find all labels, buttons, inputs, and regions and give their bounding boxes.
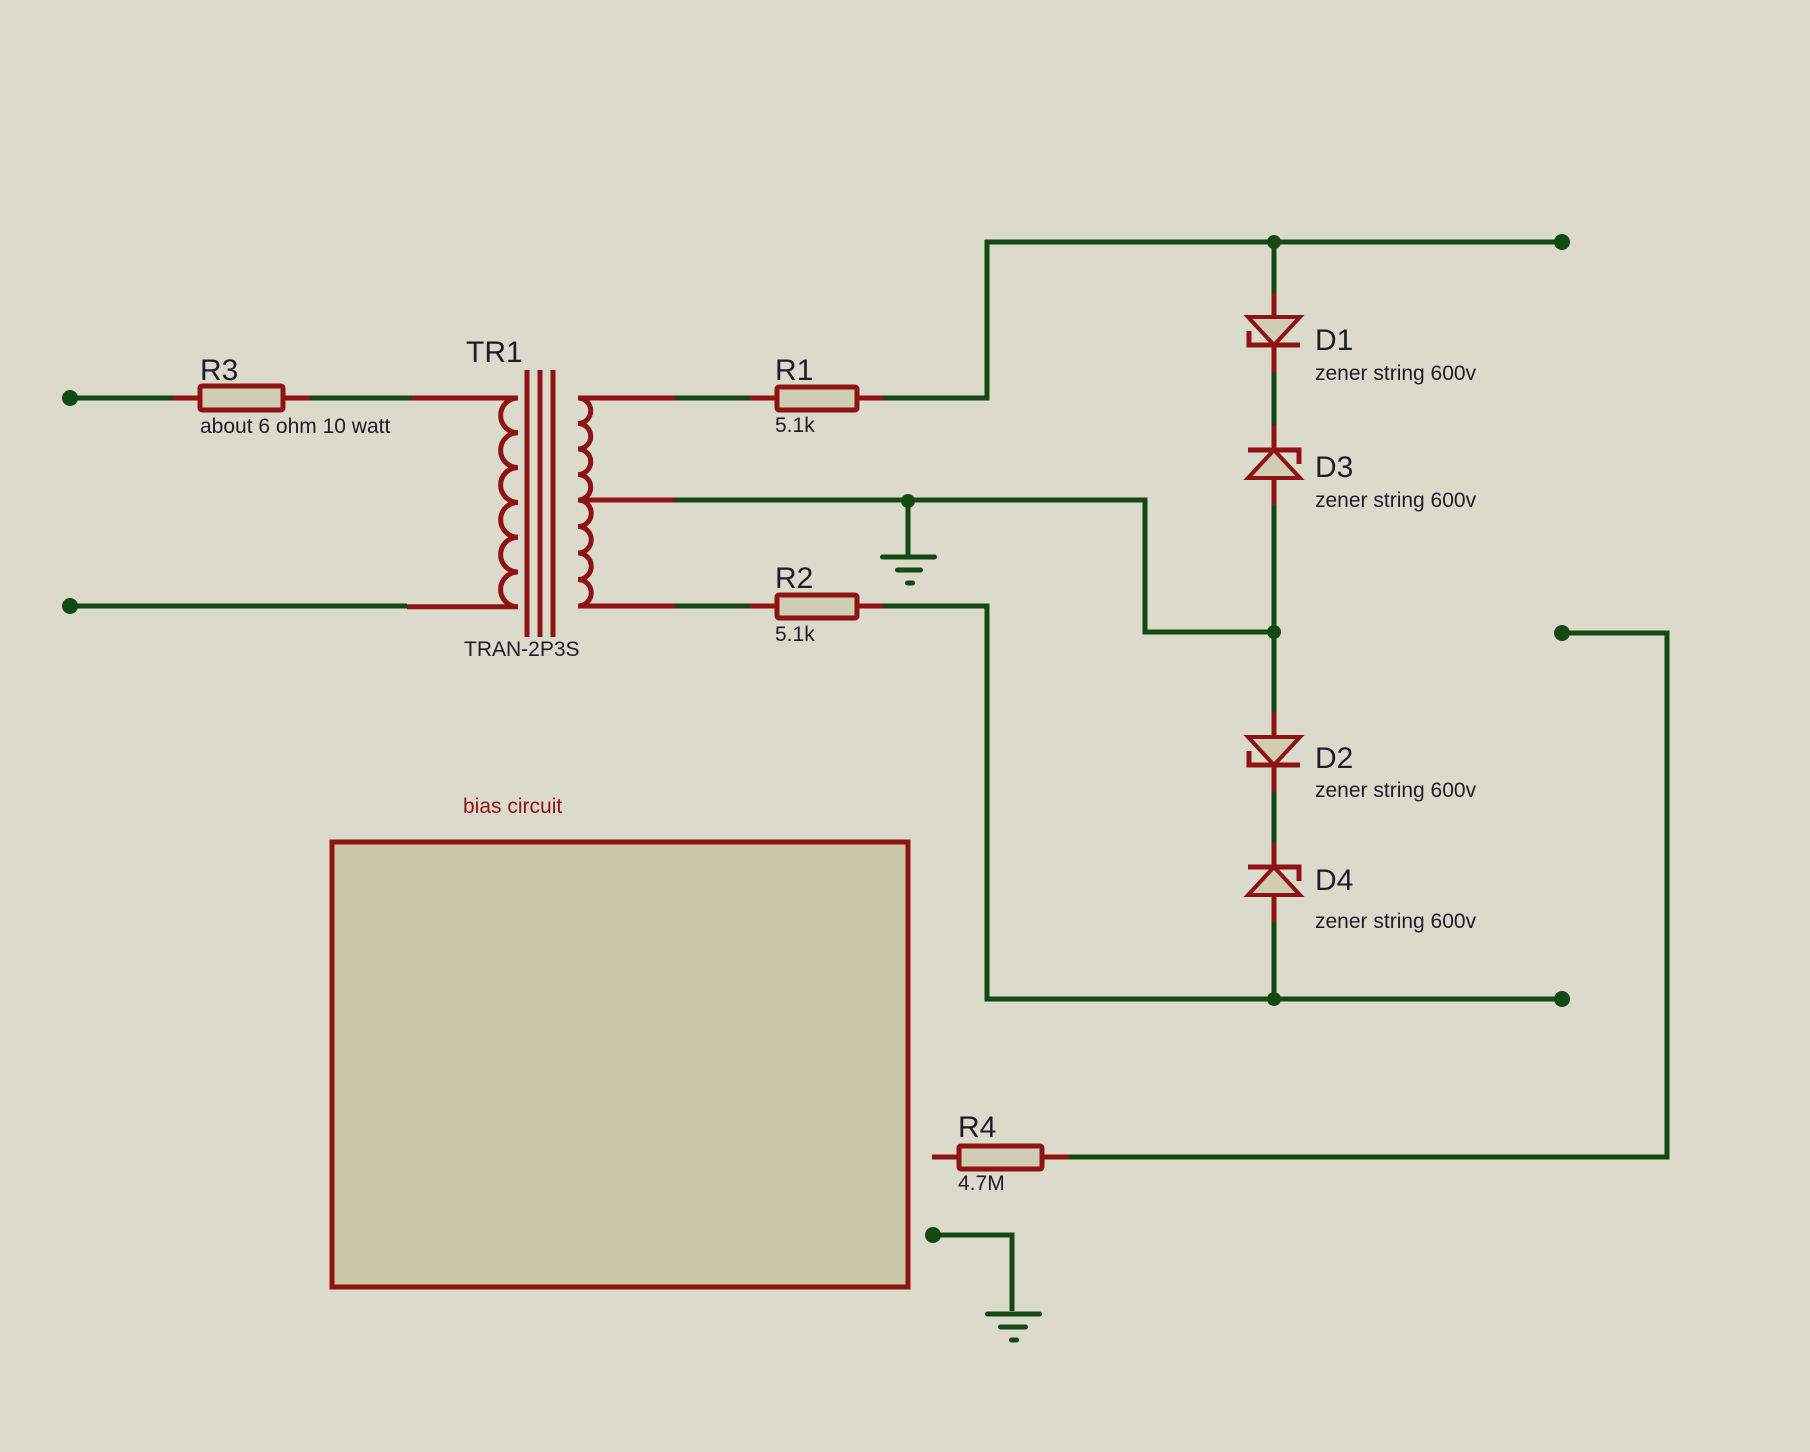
diode-D4[interactable]: D4 zener string 600v: [1243, 843, 1477, 933]
ground1-bar-long: [880, 554, 937, 560]
ground1-bar-short: [905, 580, 915, 586]
ground2-bar-mid: [998, 1324, 1028, 1330]
d4-triangle[interactable]: [1243, 864, 1305, 897]
wire-terminal-to-ground2[interactable]: [933, 1232, 1015, 1311]
tr1-primary-winding[interactable]: [407, 395, 519, 610]
r3-body[interactable]: [197, 383, 286, 413]
ground1-bar-mid: [895, 567, 923, 573]
resistor-R2[interactable]: R2 5.1k: [750, 562, 883, 646]
r1-value-label: 5.1k: [775, 414, 815, 437]
wire-right-loop-to-r4[interactable]: [1069, 630, 1670, 1160]
d1-cathode-bar: [1246, 331, 1300, 348]
terminals-and-junctions: [62, 234, 1570, 1243]
resistor-R4[interactable]: R4 4.7M: [932, 1111, 1069, 1195]
bias-box-label: bias circuit: [463, 795, 562, 818]
d3-cathode-bar: [1248, 447, 1302, 464]
terminal-left-top[interactable]: [62, 390, 78, 406]
d3-value-label: zener string 600v: [1315, 489, 1477, 512]
d2-value-label: zener string 600v: [1315, 779, 1477, 802]
r2-value-label: 5.1k: [775, 623, 815, 646]
resistor-R1[interactable]: R1 5.1k: [750, 354, 883, 437]
d3-triangle[interactable]: [1243, 447, 1305, 480]
tr1-value-label: TRAN-2P3S: [464, 638, 580, 661]
junction-bottom-rail: [1267, 992, 1281, 1006]
terminal-right-middle[interactable]: [1554, 625, 1570, 641]
wire-r2-to-bottom-rail[interactable]: [883, 603, 1562, 1002]
ground-symbol-bias[interactable]: [985, 1311, 1042, 1343]
terminal-right-bottom[interactable]: [1554, 991, 1570, 1007]
d1-value-label: zener string 600v: [1315, 362, 1477, 385]
tr1-ref-label: TR1: [466, 336, 523, 369]
r2-body[interactable]: [774, 592, 860, 621]
d1-ref-label: D1: [1315, 324, 1353, 357]
d3-ref-label: D3: [1315, 451, 1353, 484]
r4-ref-label: R4: [958, 1111, 996, 1144]
bias-box-outline[interactable]: [329, 839, 911, 1290]
d4-cathode-bar: [1248, 864, 1302, 881]
resistor-R3[interactable]: R3 about 6 ohm 10 watt: [173, 354, 390, 438]
transformer-TR1[interactable]: TR1 TRAN-2P3S: [407, 336, 675, 661]
r2-ref-label: R2: [775, 562, 813, 595]
junction-top-rail: [1267, 235, 1281, 249]
r1-ref-label: R1: [775, 354, 813, 387]
d2-cathode-bar: [1246, 751, 1300, 768]
diode-D1[interactable]: D1 zener string 600v: [1243, 293, 1477, 385]
d1-triangle[interactable]: [1243, 315, 1305, 348]
junction-diode-mid: [1267, 625, 1281, 639]
ground2-bar-long: [985, 1311, 1042, 1317]
r3-value-label: about 6 ohm 10 watt: [200, 415, 390, 438]
terminal-right-top[interactable]: [1554, 234, 1570, 250]
terminal-left-bottom[interactable]: [62, 598, 78, 614]
tr1-secondary-winding[interactable]: [577, 395, 675, 609]
r1-body[interactable]: [774, 384, 860, 413]
diode-D2[interactable]: D2 zener string 600v: [1243, 712, 1477, 802]
bias-circuit-box[interactable]: bias circuit: [329, 795, 911, 1290]
d2-ref-label: D2: [1315, 742, 1353, 775]
r4-value-label: 4.7M: [958, 1172, 1005, 1195]
d4-value-label: zener string 600v: [1315, 910, 1477, 933]
wire-center-tap[interactable]: [675, 497, 1274, 635]
d2-triangle[interactable]: [1243, 735, 1305, 768]
ground-symbol-center-tap[interactable]: [880, 554, 937, 586]
diode-D3[interactable]: D3 zener string 600v: [1243, 425, 1477, 512]
ground2-bar-short: [1009, 1337, 1019, 1343]
junction-center-tap: [901, 494, 915, 508]
terminal-bias-ground[interactable]: [925, 1227, 941, 1243]
r3-ref-label: R3: [200, 354, 238, 387]
r4-body[interactable]: [956, 1143, 1045, 1172]
d4-ref-label: D4: [1315, 864, 1353, 897]
